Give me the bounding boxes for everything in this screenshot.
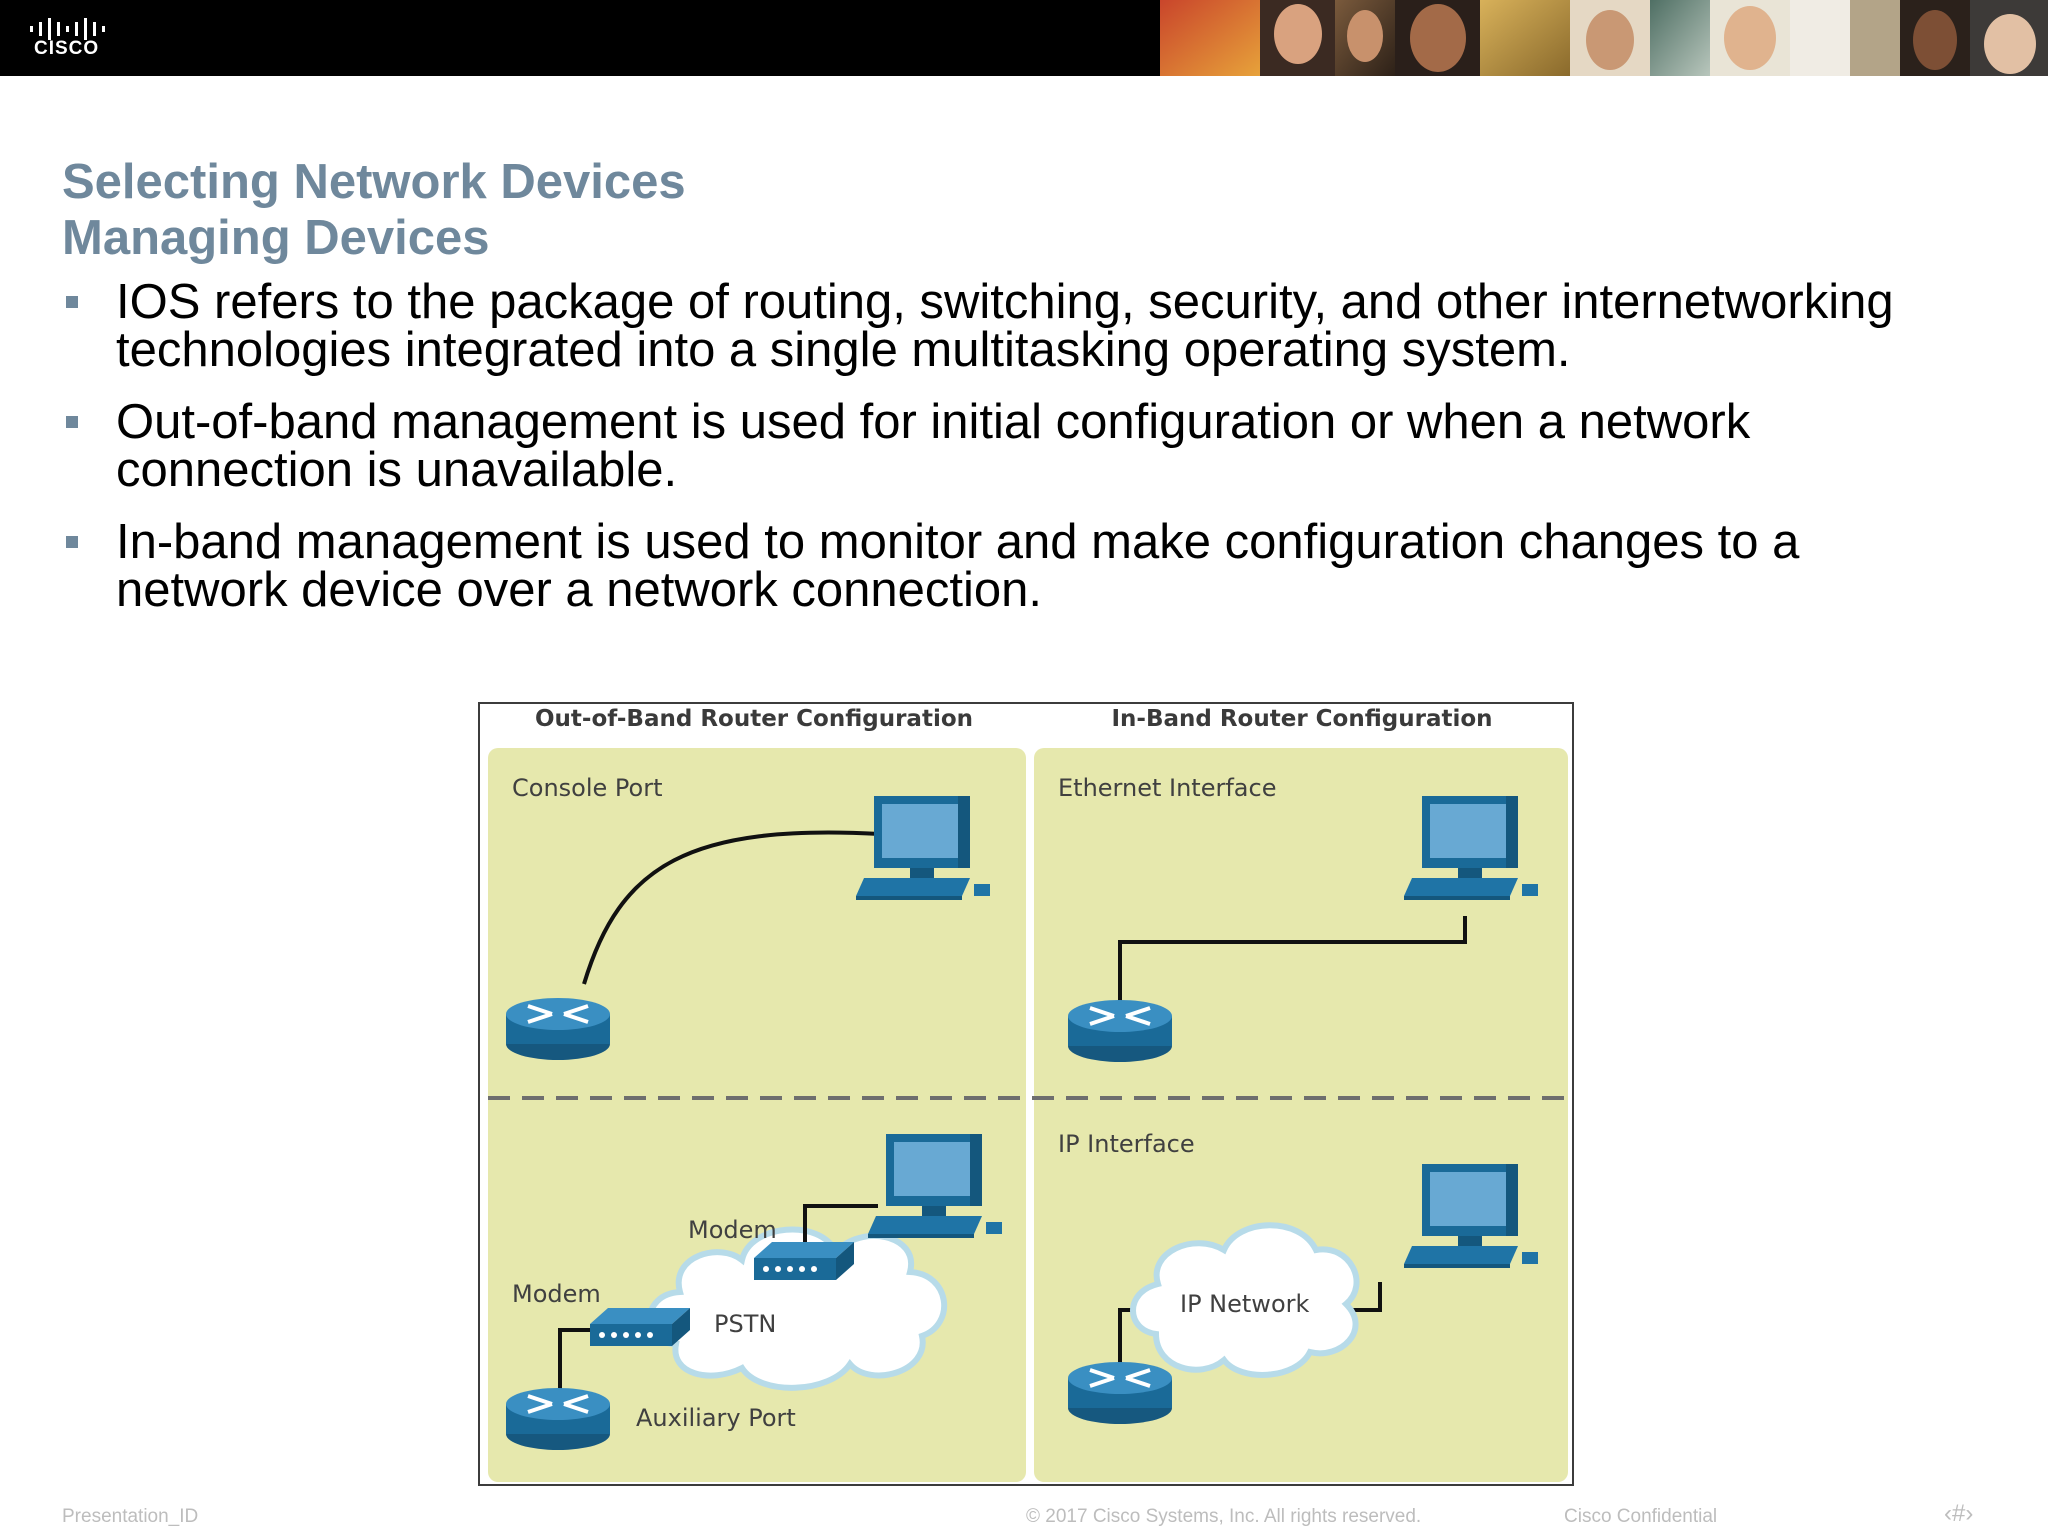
square-bullet-icon [66, 536, 78, 548]
bullet-item: In-band management is used to monitor an… [62, 515, 1962, 617]
bullet-text: In-band management is used to monitor an… [116, 515, 1800, 617]
pstn-label: PSTN [714, 1310, 777, 1338]
top-banner: CISCO [0, 0, 2048, 76]
bullet-item: Out-of-band management is used for initi… [62, 395, 1962, 497]
people-photo-strip [1160, 0, 2048, 76]
console-port-label: Console Port [512, 774, 663, 802]
square-bullet-icon [66, 416, 78, 428]
cisco-logo-text: CISCO [34, 38, 100, 59]
slide-title-line1: Selecting Network Devices [62, 155, 686, 209]
slide-title-line2: Managing Devices [62, 211, 490, 265]
slide-title: Selecting Network Devices Managing Devic… [62, 154, 686, 266]
presentation-id: Presentation_ID [62, 1506, 199, 1527]
ip-interface-label: IP Interface [1058, 1130, 1195, 1158]
out-of-band-heading: Out-of-Band Router Configuration [535, 706, 973, 732]
modem-label: Modem [512, 1280, 601, 1308]
bullet-text: Out-of-band management is used for initi… [116, 395, 1751, 497]
figure-diagram [488, 748, 1568, 1482]
square-bullet-icon [66, 296, 78, 308]
bullet-list: IOS refers to the package of routing, sw… [62, 275, 1962, 617]
router-configuration-figure: Out-of-Band Router Configuration In-Band… [478, 702, 1574, 1486]
ethernet-interface-label: Ethernet Interface [1058, 774, 1277, 802]
bullet-text: IOS refers to the package of routing, sw… [116, 275, 1894, 377]
page-number: ‹#› [1944, 1500, 1974, 1527]
cisco-logo-icon [30, 18, 105, 40]
modem-label: Modem [688, 1216, 777, 1244]
confidential-label: Cisco Confidential [1564, 1506, 1718, 1527]
bullet-item: IOS refers to the package of routing, sw… [62, 275, 1962, 377]
auxiliary-port-label: Auxiliary Port [636, 1404, 796, 1432]
in-band-heading: In-Band Router Configuration [1111, 706, 1493, 732]
copyright-notice: © 2017 Cisco Systems, Inc. All rights re… [1026, 1506, 1422, 1527]
ip-network-label: IP Network [1180, 1290, 1310, 1318]
